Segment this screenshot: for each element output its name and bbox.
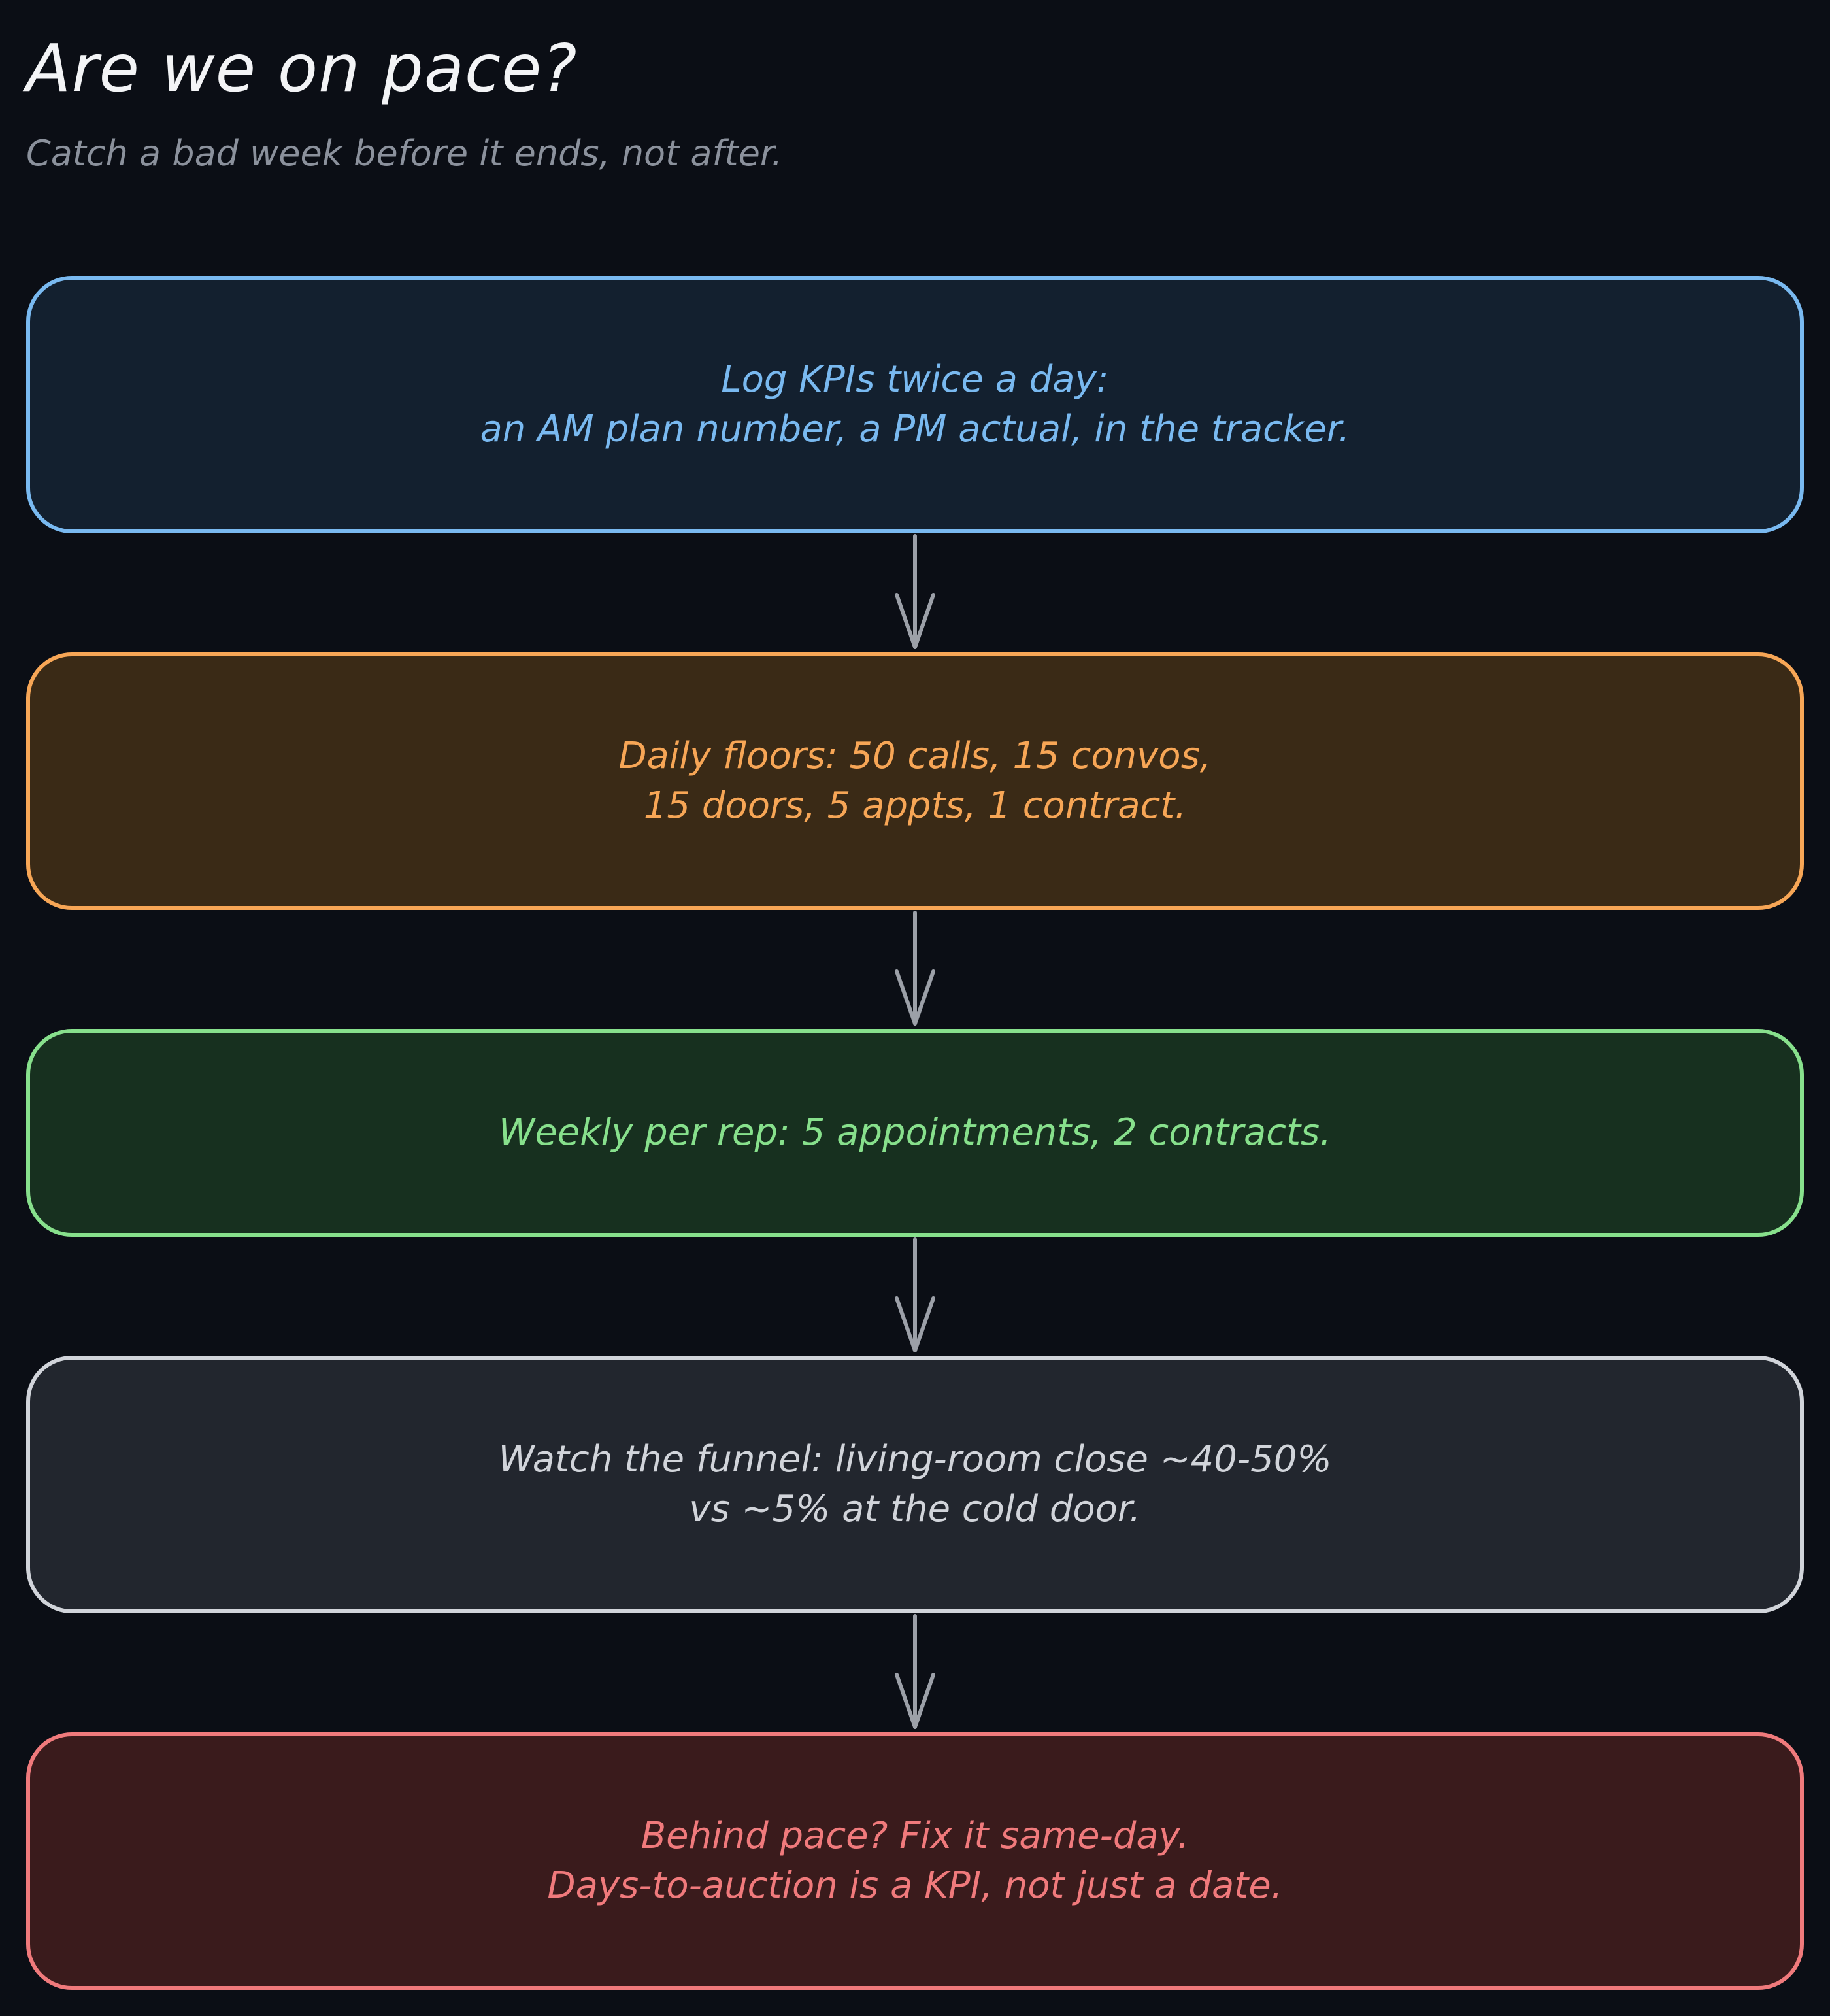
flow-step-log-kpis: Log KPIs twice a day: an AM plan number,… bbox=[26, 276, 1804, 533]
step-text-line: Behind pace? Fix it same-day. bbox=[640, 1815, 1190, 1857]
flow-step-behind-pace: Behind pace? Fix it same-day. Days-to-au… bbox=[26, 1732, 1804, 1990]
connector-arrow-1-2 bbox=[895, 534, 935, 649]
step-text-line: Log KPIs twice a day: bbox=[721, 358, 1109, 401]
connector-arrow-2-3 bbox=[895, 911, 935, 1026]
step-text-line: 15 doors, 5 appts, 1 contract. bbox=[643, 784, 1187, 827]
page-subtitle: Catch a bad week before it ends, not aft… bbox=[26, 133, 783, 174]
page-title: Are we on pace? bbox=[26, 30, 578, 107]
step-text-line: Daily floors: 50 calls, 15 convos, bbox=[618, 735, 1212, 777]
connector-arrow-4-5 bbox=[895, 1614, 935, 1729]
step-text-line: Weekly per rep: 5 appointments, 2 contra… bbox=[498, 1111, 1332, 1154]
step-text-line: Watch the funnel: living-room close ~40-… bbox=[498, 1438, 1332, 1481]
connector-arrow-3-4 bbox=[895, 1237, 935, 1352]
flow-step-daily-floors: Daily floors: 50 calls, 15 convos, 15 do… bbox=[26, 652, 1804, 910]
flow-step-weekly-per-rep: Weekly per rep: 5 appointments, 2 contra… bbox=[26, 1029, 1804, 1237]
step-text-line: an AM plan number, a PM actual, in the t… bbox=[480, 408, 1350, 450]
step-text-line: vs ~5% at the cold door. bbox=[689, 1488, 1141, 1530]
step-text-line: Days-to-auction is a KPI, not just a dat… bbox=[547, 1864, 1283, 1907]
flow-step-watch-funnel: Watch the funnel: living-room close ~40-… bbox=[26, 1356, 1804, 1613]
